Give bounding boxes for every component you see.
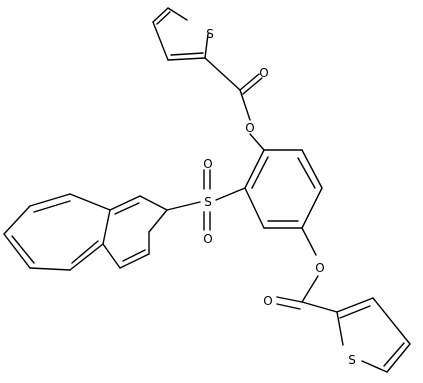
sulfonyl-linkage: [166, 169, 246, 231]
top-thiophene-ring: [152, 7, 209, 61]
sulfur-atom-bottom-thiophene: S: [348, 353, 356, 367]
bottom-ester-linkage: [276, 227, 338, 313]
oxygen-atom-sulfonyl-up: O: [203, 157, 212, 171]
naphthalene-ring: [3, 193, 168, 271]
oxygen-atom-bottom-ester: O: [315, 261, 324, 275]
bottom-thiophene-ring: [336, 297, 411, 373]
oxygen-atom-top-ester: O: [245, 121, 254, 135]
central-benzene-ring: [244, 149, 323, 229]
oxygen-atom-sulfonyl-down: O: [203, 232, 212, 246]
oxygen-atom-bottom-carbonyl: O: [263, 294, 272, 308]
top-ester-linkage: [204, 57, 265, 151]
sulfur-atom-sulfonyl: S: [204, 195, 212, 209]
sulfur-atom-top-thiophene: S: [206, 27, 214, 41]
oxygen-atom-top-carbonyl: O: [259, 66, 268, 80]
